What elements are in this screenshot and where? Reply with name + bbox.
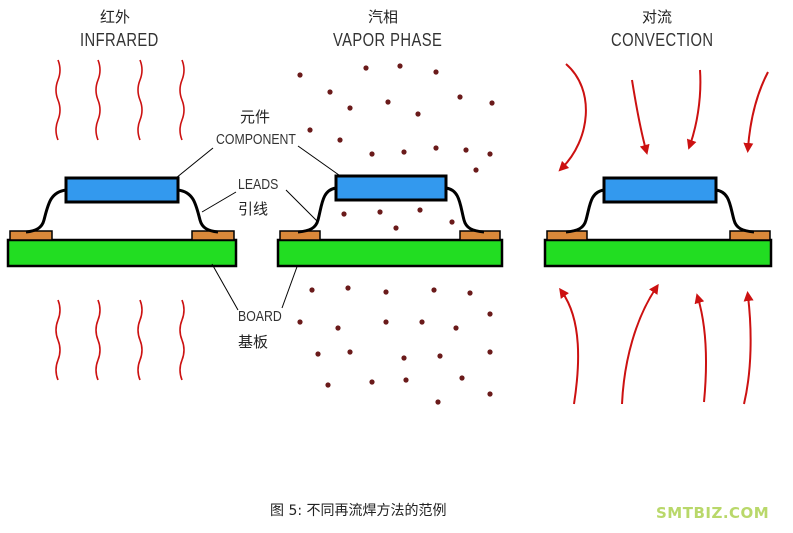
- convection-lead-left: [565, 188, 605, 234]
- leads-label-en: LEADS: [238, 176, 279, 193]
- board-label-en: BOARD: [238, 308, 282, 325]
- infrared-assembly: [6, 59, 238, 381]
- vapor-board: [276, 238, 504, 268]
- vapor-assembly: [276, 63, 504, 405]
- infrared-title-en: INFRARED: [80, 30, 159, 50]
- convection-assembly: [543, 63, 773, 405]
- figure-caption: 图 5: 不同再流焊方法的范例: [270, 503, 447, 519]
- leads-label-cn: 引线: [238, 200, 269, 218]
- infrared-waves-bottom: [55, 299, 185, 381]
- convection-title-cn: 对流: [642, 8, 673, 26]
- component-label-cn: 元件: [240, 108, 271, 126]
- vapor-particles: [297, 63, 495, 405]
- convection-title-en: CONVECTION: [611, 30, 714, 50]
- infrared-lead-right: [177, 188, 219, 234]
- vapor-lead-right: [445, 186, 485, 234]
- label-leaders: [175, 145, 347, 311]
- convection-arrows-bottom: [559, 283, 754, 405]
- vapor-title-en: VAPOR PHASE: [333, 30, 443, 50]
- vapor-component: [334, 174, 448, 202]
- board-label-cn: 基板: [238, 333, 269, 351]
- infrared-title-cn: 红外: [100, 8, 131, 26]
- convection-lead-right: [715, 188, 755, 234]
- vapor-title-cn: 汽相: [368, 8, 399, 26]
- infrared-component: [64, 176, 180, 204]
- component-label-en: COMPONENT: [216, 131, 296, 148]
- infrared-lead-left: [25, 188, 67, 234]
- brand-watermark: SMTBIZ.COM: [656, 504, 770, 522]
- infrared-board: [6, 238, 238, 268]
- infrared-waves-top: [55, 59, 185, 141]
- convection-board: [543, 238, 773, 268]
- convection-arrows-top: [558, 63, 769, 172]
- convection-component: [602, 176, 718, 204]
- vapor-lead-left: [297, 186, 337, 234]
